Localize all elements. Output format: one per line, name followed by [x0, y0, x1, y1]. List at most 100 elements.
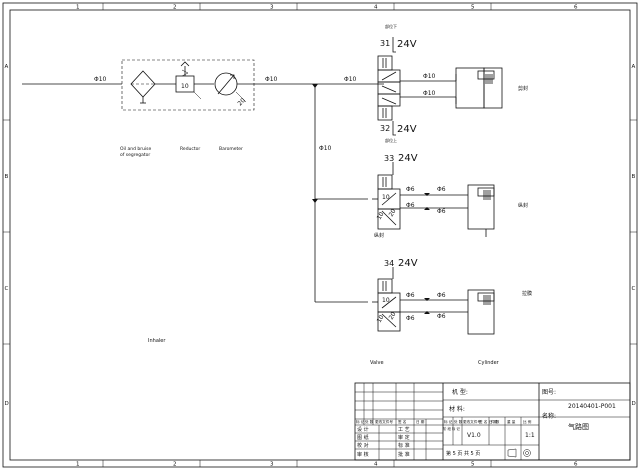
circuit-3-fitting-top — [424, 298, 430, 301]
zone-label-bottom-2: 2 — [173, 462, 177, 468]
circuit-3-pipe-top: Φ6 — [406, 292, 415, 299]
circuit-2-coil-voltage: 24V — [398, 153, 418, 164]
circuit-2-pipe-bottom: Φ6 — [406, 202, 415, 209]
circuit-2-port-label: 10 — [382, 194, 390, 201]
inlet-pipe-label: Φ10 — [94, 76, 107, 83]
zone-label-top-2: 2 — [173, 5, 177, 11]
header-cell-9: 比 例 — [523, 419, 532, 424]
filter-separator-icon — [130, 70, 156, 104]
main-pipe-label-2: Φ10 — [344, 76, 357, 83]
scale: 1:1 — [525, 432, 535, 439]
rev-cell-1: 标 记 — [356, 419, 365, 424]
vertical-pipe-label: Φ10 — [319, 145, 332, 152]
separator-label-1: Oil and bruise — [120, 146, 152, 152]
circuit-3-coil-voltage: 24V — [398, 258, 418, 269]
coil-a-small-label: 部位下 — [385, 23, 397, 29]
rev-cell-4: 签 名 — [398, 419, 407, 424]
header-cell-4: 签 名 — [479, 419, 488, 424]
reducer-value: 10 — [181, 83, 189, 90]
cylinder-caption: Cylinder — [478, 360, 500, 366]
circuit-3-valve-label: 10 — [376, 314, 386, 324]
coil-b-small-label: 部位上 — [385, 137, 397, 143]
zone-label-left-d: D — [5, 401, 9, 407]
circuit-2-coil-number: 33 — [384, 154, 394, 163]
circuit-2-pipe-top: Φ6 — [406, 186, 415, 193]
barometer-icon: 20 — [214, 72, 247, 107]
rev-cell-3: 更改文件号 — [375, 419, 393, 424]
cylinder-3-icon — [467, 289, 495, 335]
drawing-number-label: 图号: — [542, 389, 556, 396]
zone-label-top-5: 5 — [471, 5, 475, 11]
inhaler-label: Inhaler — [148, 338, 166, 344]
separator-label-2: of segregator — [120, 152, 150, 158]
zone-label-top-3: 3 — [270, 5, 274, 11]
title-block: 机 型: 材 料: 图号: 20140401-P001 名称: 气路图 V1.0… — [354, 382, 631, 461]
circuit-2-pipe-bottom-b: Φ6 — [437, 208, 446, 215]
material-label: 材 料: — [449, 405, 465, 413]
zone-label-bottom-5: 5 — [471, 462, 475, 468]
zone-label-bottom-6: 6 — [574, 462, 578, 468]
circuit-3-pipe-bottom-b: Φ6 — [437, 313, 446, 320]
rev-cell-5: 日 期 — [416, 419, 425, 424]
cylinder-3-label: 拉膜 — [522, 290, 532, 297]
mid-row-3: 标 准 — [398, 442, 410, 449]
mid-row-2: 审 定 — [398, 434, 410, 441]
drawing-name-label: 名称: — [542, 412, 556, 420]
circuit-3-pipe-top-b: Φ6 — [437, 292, 446, 299]
zone-label-right-b: B — [632, 174, 636, 180]
circuit-3-port-label: 10 — [382, 297, 390, 304]
reducer-label: Reductor — [180, 146, 200, 152]
header-cell-5: 日 期 — [489, 419, 498, 424]
coil-a-voltage: 24V — [397, 39, 417, 50]
valve-3-icon — [377, 278, 401, 332]
cylinder-2-icon — [467, 184, 495, 237]
cylinder-2-label: 纵封 — [518, 202, 528, 209]
circuit-1: 部位下 31 24V 部位上 32 24V Φ10 Φ10 — [377, 23, 528, 143]
barometer-label: Barometer — [219, 146, 243, 152]
drawing-number: 20140401-P001 — [568, 403, 616, 410]
coil-b-number: 32 — [380, 124, 390, 133]
left-row-4: 审 核 — [357, 451, 369, 458]
circuit-2-valve-label: 10 — [376, 211, 386, 221]
circuit-1-pipe-bottom: Φ10 — [423, 90, 436, 97]
cylinder-1-icon — [455, 67, 503, 109]
mid-row-1: 工 艺 — [398, 427, 410, 433]
tee-junction-1 — [312, 84, 318, 88]
page-count: 第 5 页 共 5 页 — [446, 450, 480, 457]
header-cell-3: 更改文件号 — [463, 419, 481, 424]
zone-label-right-d: D — [632, 401, 636, 407]
zone-label-right-c: C — [632, 286, 636, 292]
circuit-2-valve-caption: 纵封 — [374, 232, 384, 239]
circuit-2-fitting-top — [424, 193, 430, 196]
zone-label-right-a: A — [632, 64, 636, 70]
zone-label-top-6: 6 — [574, 5, 578, 11]
circuit-3: 34 24V 10 10 20 Φ6 Φ6 Φ6 Φ6 — [372, 258, 532, 335]
circuit-2-valve-label-2: 20 — [388, 208, 398, 218]
zone-label-top-4: 4 — [374, 5, 378, 11]
left-row-2: 图 纸 — [357, 434, 369, 441]
machine-type-label: 机 型: — [452, 388, 468, 396]
circuit-3-fitting-bottom — [424, 311, 430, 314]
header-cell-7: 件 数 — [491, 419, 500, 424]
circuit-1-pipe-top: Φ10 — [423, 73, 436, 80]
drawing-name: 气路图 — [568, 422, 589, 431]
circuit-3-valve-label-2: 20 — [388, 311, 398, 321]
cylinder-1-label: 剪封 — [518, 85, 528, 92]
header-cell-6: 阶 段 标 记 — [443, 426, 460, 431]
zone-label-left-a: A — [5, 64, 9, 70]
rev-cell-2: 处 数 — [365, 419, 374, 424]
circuit-2-fitting-bottom — [424, 207, 430, 210]
version: V1.0 — [467, 432, 481, 439]
air-supply-unit: Φ10 10 20 Oil and bruise of s — [22, 59, 255, 158]
valve-1-icon — [377, 55, 401, 121]
valve-2-icon — [377, 174, 401, 230]
mid-row-4: 批 准 — [398, 451, 410, 458]
pressure-reducer-icon: 10 — [175, 61, 202, 100]
valve-caption: Valve — [370, 360, 384, 366]
coil-a-number: 31 — [380, 39, 390, 48]
zone-label-bottom-1: 1 — [76, 462, 80, 468]
main-pipe-label-1: Φ10 — [265, 76, 278, 83]
zone-label-top-1: 1 — [76, 5, 80, 11]
coil-b-voltage: 24V — [397, 124, 417, 135]
